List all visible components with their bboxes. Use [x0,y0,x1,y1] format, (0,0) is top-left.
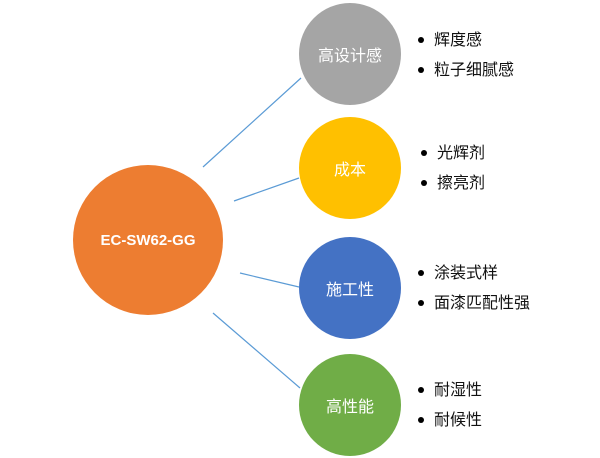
connector-line [212,312,301,389]
bullet-icon [418,270,424,276]
bullet-list-cost: 光辉剂 擦亮剂 [421,138,485,198]
list-item: 耐候性 [418,405,482,435]
bullet-text: 涂装式样 [434,263,499,282]
bullet-text: 面漆匹配性强 [434,293,531,312]
list-item: 光辉剂 [421,138,485,168]
bullet-text: 粒子细腻感 [434,60,515,79]
node-design: 高设计感 [299,3,401,105]
list-item: 涂装式样 [418,258,530,288]
connector-line [239,272,300,288]
node-workability: 施工性 [299,237,401,339]
list-item: 擦亮剂 [421,168,485,198]
bullet-list-performance: 耐湿性 耐候性 [418,375,482,435]
node-label: 施工性 [325,280,374,299]
bullet-list-design: 辉度感 粒子细腻感 [418,25,514,85]
bullet-icon [418,387,424,393]
node-cost: 成本 [299,117,401,219]
bullet-text: 辉度感 [434,30,483,49]
list-item: 耐湿性 [418,375,482,405]
node-label: 成本 [333,160,366,179]
node-label: 高设计感 [317,46,382,65]
list-item: 粒子细腻感 [418,55,514,85]
connector-line [233,177,300,202]
bullet-icon [421,180,427,186]
center-node: EC-SW62-GG [73,165,223,315]
bullet-list-workability: 涂装式样 面漆匹配性强 [418,258,530,318]
bullet-text: 光辉剂 [437,143,486,162]
bullet-text: 耐湿性 [434,380,483,399]
bullet-icon [418,37,424,43]
bullet-icon [421,150,427,156]
bullet-text: 耐候性 [434,410,483,429]
node-label: 高性能 [325,397,374,416]
bullet-icon [418,417,424,423]
bullet-icon [418,67,424,73]
connector-line [202,77,302,168]
bullet-icon [418,300,424,306]
bullet-text: 擦亮剂 [437,173,486,192]
list-item: 辉度感 [418,25,514,55]
node-performance: 高性能 [299,354,401,456]
list-item: 面漆匹配性强 [418,288,530,318]
center-node-label: EC-SW62-GG [100,231,196,249]
